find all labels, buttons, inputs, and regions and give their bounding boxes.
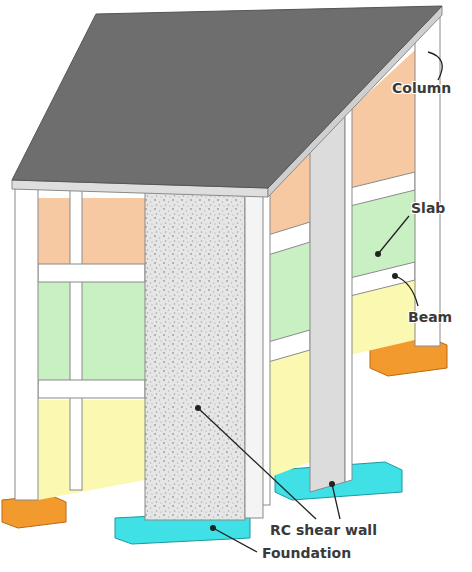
part-label: RC shear wall [270,522,377,539]
leader-line [378,216,409,254]
part-label: Beam [408,309,452,326]
leader-dot [195,405,201,411]
part-label: Column [392,80,451,97]
leader-line [198,408,316,519]
leader-lines [198,52,442,552]
leader-dot [329,481,335,487]
leader-dot [392,273,398,279]
part-label: Foundation [262,545,351,562]
leader-dot [210,525,216,531]
leader-line [332,484,340,519]
leader-dots [195,251,398,531]
part-label: Slab [411,200,445,217]
leader-dot [375,251,381,257]
left-bay [15,185,145,500]
roof-slab [12,6,442,197]
front-shear-wall [145,186,263,520]
leader-line [428,52,442,80]
leader-line [213,528,257,552]
leader-line [395,276,418,306]
